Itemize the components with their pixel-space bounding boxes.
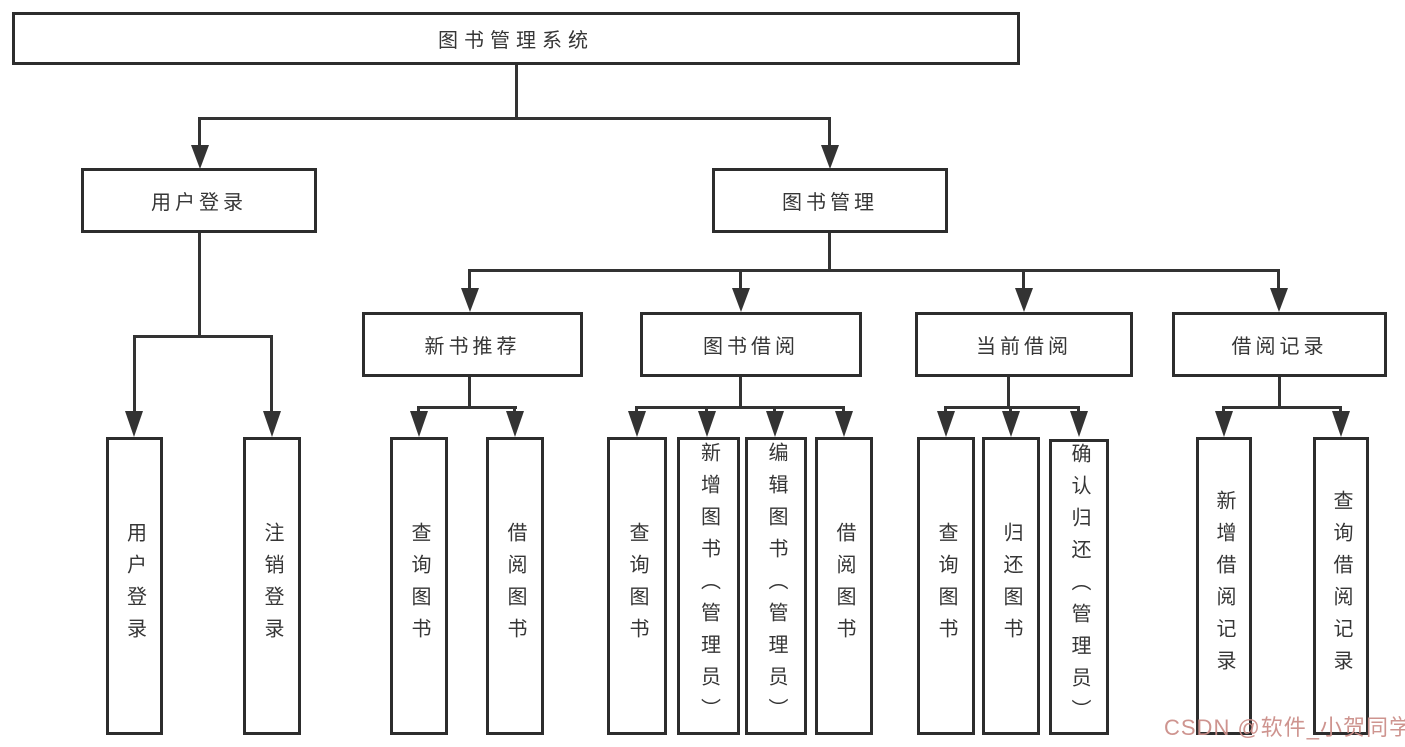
arrow-down-icon [461, 288, 479, 312]
leaf-add-book-admin: 新增图书（管理员） [677, 437, 740, 735]
leaf-borrow-book: 借阅图书 [815, 437, 873, 735]
connector-drop [773, 406, 776, 414]
arrow-down-icon [835, 411, 853, 437]
arrow-down-icon [698, 411, 716, 437]
node-label: 新书推荐 [424, 336, 521, 358]
node-label: 借阅图书 [504, 522, 526, 650]
connector-drop [1277, 269, 1280, 290]
node-label: 借阅图书 [833, 522, 855, 650]
leaf-user-login: 用户登录 [106, 437, 163, 735]
leaf-borrow-book-recommend: 借阅图书 [486, 437, 544, 735]
leaf-return-book: 归还图书 [982, 437, 1040, 735]
leaf-query-borrow-record: 查询借阅记录 [1313, 437, 1369, 735]
node-label: 查询图书 [935, 522, 957, 650]
connector-borrowrecord-stem [1278, 377, 1281, 408]
connector-root-rail [198, 117, 831, 120]
arrow-down-icon [628, 411, 646, 437]
arrow-down-icon [191, 145, 209, 169]
connector-drop [739, 269, 742, 290]
node-label: 图书管理系统 [438, 30, 594, 52]
watermark: CSDN @软件_小贺同学 [1164, 715, 1405, 740]
arrow-down-icon [1002, 411, 1020, 437]
leaf-query-book-borrow: 查询图书 [607, 437, 667, 735]
connector-drop [1022, 269, 1025, 290]
connector-borrowrecord-rail [1223, 406, 1342, 409]
node-user-login: 用户登录 [81, 168, 317, 233]
arrow-down-icon [506, 411, 524, 437]
arrow-down-icon [1215, 411, 1233, 437]
arrow-down-icon [732, 288, 750, 312]
node-label: 注销登录 [261, 522, 283, 650]
connector-userlogin-rail [133, 335, 273, 338]
node-label: 归还图书 [1000, 522, 1022, 650]
node-book-borrow: 图书借阅 [640, 312, 862, 377]
leaf-logout: 注销登录 [243, 437, 301, 735]
connector-drop [828, 117, 831, 147]
node-label: 查询借阅记录 [1330, 490, 1352, 682]
node-current-borrow: 当前借阅 [915, 312, 1133, 377]
node-label: 借阅记录 [1231, 336, 1328, 358]
leaf-query-book-recommend: 查询图书 [390, 437, 448, 735]
arrow-down-icon [937, 411, 955, 437]
node-label: 当前借阅 [976, 336, 1072, 358]
node-label: 图书借阅 [703, 336, 799, 358]
connector-newbook-rail [418, 406, 517, 409]
arrow-down-icon [1270, 288, 1288, 312]
connector-drop [417, 406, 420, 414]
connector-drop [513, 406, 516, 414]
arrow-down-icon [410, 411, 428, 437]
connector-drop [944, 406, 947, 414]
arrow-down-icon [1070, 411, 1088, 437]
node-label: 确认归还（管理员） [1068, 443, 1090, 731]
node-label: 图书管理 [782, 192, 878, 214]
leaf-add-borrow-record: 新增借阅记录 [1196, 437, 1252, 735]
arrow-down-icon [1332, 411, 1350, 437]
connector-bookmgmt-stem [828, 233, 831, 271]
arrow-down-icon [766, 411, 784, 437]
connector-drop [705, 406, 708, 414]
connector-drop [198, 117, 201, 147]
arrow-down-icon [821, 145, 839, 169]
arrow-down-icon [263, 411, 281, 437]
connector-drop [270, 335, 273, 413]
node-book-management: 图书管理 [712, 168, 948, 233]
node-label: 查询图书 [408, 522, 430, 650]
connector-drop [842, 406, 845, 414]
connector-drop [635, 406, 638, 414]
connector-newbook-stem [468, 377, 471, 408]
connector-drop [1222, 406, 1225, 414]
connector-bookborrow-stem [739, 377, 742, 408]
node-label: 编辑图书（管理员） [765, 442, 787, 730]
connector-drop [1077, 406, 1080, 414]
connector-bookborrow-rail [636, 406, 845, 409]
connector-drop [133, 335, 136, 413]
connector-currentborrow-rail [945, 406, 1080, 409]
leaf-query-book-current: 查询图书 [917, 437, 975, 735]
arrow-down-icon [1015, 288, 1033, 312]
connector-drop [1339, 406, 1342, 414]
node-borrow-records: 借阅记录 [1172, 312, 1387, 377]
connector-bookmgmt-rail [469, 269, 1280, 272]
node-label: 查询图书 [626, 522, 648, 650]
node-new-book-recommend: 新书推荐 [362, 312, 583, 377]
leaf-edit-book-admin: 编辑图书（管理员） [745, 437, 807, 735]
leaf-confirm-return-admin: 确认归还（管理员） [1049, 439, 1109, 735]
connector-userlogin-stem [198, 233, 201, 337]
connector-drop [1009, 406, 1012, 414]
arrow-down-icon [125, 411, 143, 437]
node-label: 新增借阅记录 [1213, 490, 1235, 682]
node-label: 新增图书（管理员） [697, 442, 720, 730]
connector-drop [468, 269, 471, 290]
node-root: 图书管理系统 [12, 12, 1020, 65]
connector-currentborrow-stem [1007, 377, 1010, 408]
connector-root-stem [515, 65, 518, 118]
node-label: 用户登录 [151, 192, 247, 214]
node-label: 用户登录 [123, 522, 146, 650]
